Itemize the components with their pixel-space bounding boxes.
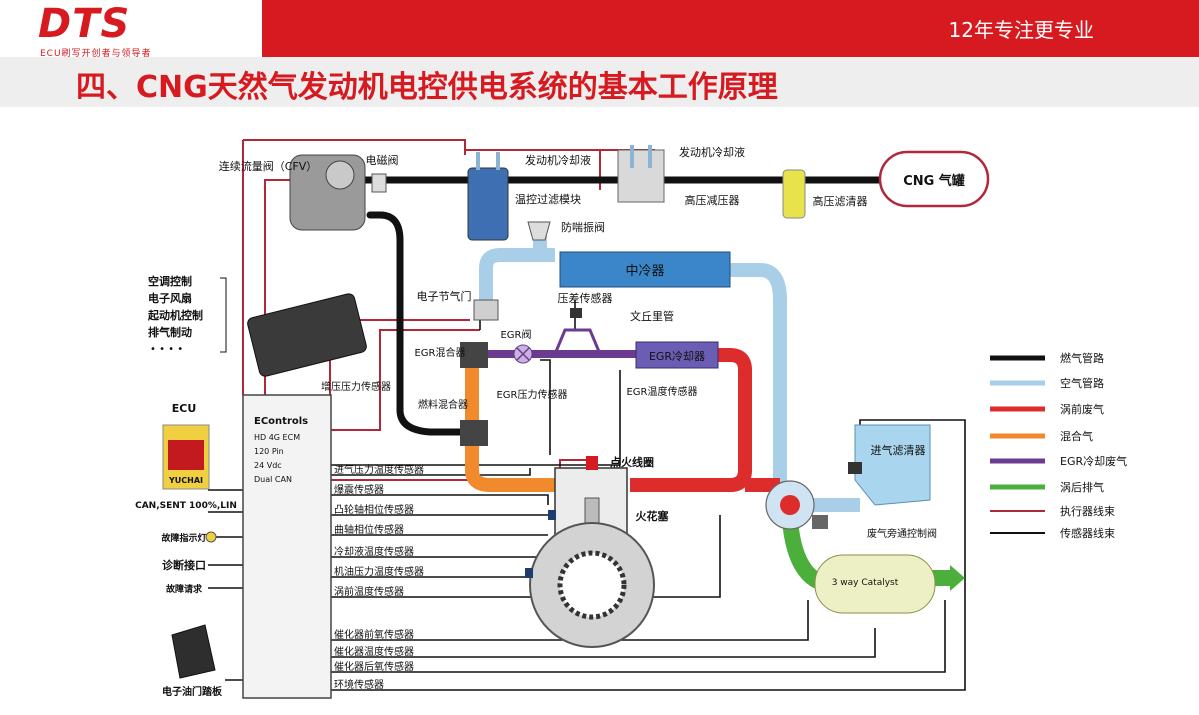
sensor-labels: 进气压力温度传感器 爆震传感器 凸轮轴相位传感器 曲轴相位传感器 冷却液温度传感…	[334, 463, 424, 691]
svg-text:进气滤清器: 进气滤清器	[871, 443, 926, 457]
svg-text:文丘里管: 文丘里管	[630, 309, 674, 323]
svg-text:CAN,SENT 100%,LIN: CAN,SENT 100%,LIN	[135, 501, 237, 511]
svg-text:电子节气门: 电子节气门	[417, 289, 472, 303]
exhaust-line	[630, 348, 780, 492]
svg-text:执行器线束: 执行器线束	[1060, 504, 1115, 518]
egr-cooler	[635, 341, 719, 369]
solenoid-valve	[371, 173, 387, 193]
svg-text:起动机控制: 起动机控制	[147, 308, 203, 322]
slogan: 12年专注更专业	[948, 18, 1094, 42]
svg-text:涡前温度传感器: 涡前温度传感器	[334, 585, 404, 598]
svg-text:传感器线束: 传感器线束	[1060, 526, 1115, 540]
logo-text: DTS	[38, 1, 131, 47]
logo: DTS ECU刷写开创者与领导者	[38, 2, 152, 59]
svg-text:EGR温度传感器: EGR温度传感器	[626, 385, 697, 398]
svg-text:废气旁通控制阀: 废气旁通控制阀	[867, 527, 937, 540]
cng-tank-label: CNG 气罐	[903, 173, 965, 189]
svg-text:空气管路: 空气管路	[1060, 376, 1104, 390]
ecu-hardware	[247, 293, 367, 377]
page-title: 四、CNG天然气发动机电控供电系统的基本工作原理	[76, 70, 778, 105]
header-bar	[262, 0, 1199, 57]
dp-sensor	[570, 308, 582, 318]
svg-text:环境传感器: 环境传感器	[334, 678, 384, 691]
svg-text:涡前废气: 涡前废气	[1060, 402, 1104, 416]
electronic-throttle	[473, 299, 499, 321]
mixture-line	[465, 360, 555, 492]
svg-text:混合气: 混合气	[1060, 429, 1093, 443]
svg-text:催化器后氧传感器: 催化器后氧传感器	[334, 660, 414, 673]
svg-text:EControls: EControls	[254, 416, 308, 427]
temp-filter-module	[467, 167, 509, 241]
egr-mixer	[460, 342, 488, 368]
wastegate-valve	[812, 515, 828, 529]
svg-text:Dual CAN: Dual CAN	[254, 475, 292, 484]
svg-text:中冷器: 中冷器	[625, 264, 664, 279]
svg-text:EGR压力传感器: EGR压力传感器	[496, 388, 567, 401]
svg-text:EGR冷却器: EGR冷却器	[649, 350, 705, 363]
logo-subtitle: ECU刷写开创者与领导者	[40, 49, 152, 59]
svg-text:机油压力温度传感器: 机油压力温度传感器	[334, 565, 424, 578]
svg-text:高压滤清器: 高压滤清器	[813, 194, 868, 208]
svg-text:120 Pin: 120 Pin	[254, 447, 284, 456]
svg-text:温控过滤模块: 温控过滤模块	[515, 192, 581, 206]
anti-surge-valve	[527, 221, 551, 241]
svg-text:冷却液温度传感器: 冷却液温度传感器	[334, 545, 414, 558]
svg-text:3 way Catalyst: 3 way Catalyst	[832, 578, 899, 588]
hp-filter	[782, 169, 806, 219]
svg-text:点火线圈: 点火线圈	[610, 455, 654, 469]
svg-text:压差传感器: 压差传感器	[558, 291, 613, 305]
svg-text:增压压力传感器: 增压压力传感器	[321, 380, 391, 393]
svg-text:空调控制: 空调控制	[148, 274, 192, 288]
svg-text:涡后排气: 涡后排气	[1060, 480, 1104, 494]
svg-text:燃料混合器: 燃料混合器	[418, 398, 468, 411]
svg-text:发动机冷却液: 发动机冷却液	[679, 145, 745, 159]
svg-text:故障指示灯: 故障指示灯	[161, 532, 206, 544]
svg-text:防喘振阀: 防喘振阀	[561, 220, 605, 234]
svg-text:爆震传感器: 爆震传感器	[334, 483, 384, 496]
svg-text:排气制动: 排气制动	[148, 325, 192, 339]
fuel-mixer	[460, 420, 488, 446]
svg-text:诊断接口: 诊断接口	[162, 558, 206, 572]
svg-text:电子风扇: 电子风扇	[148, 291, 192, 305]
svg-text:连续流量阀（CFV）: 连续流量阀（CFV）	[219, 159, 318, 173]
svg-text:电子油门踏板: 电子油门踏板	[162, 685, 223, 698]
intercooler	[559, 251, 731, 288]
svg-text:燃气管路: 燃气管路	[1060, 351, 1104, 365]
svg-text:EGR冷却废气: EGR冷却废气	[1060, 454, 1127, 468]
svg-text:高压减压器: 高压减压器	[685, 193, 740, 207]
svg-text:电磁阀: 电磁阀	[366, 153, 399, 167]
svg-text:• • • •: • • • •	[150, 344, 183, 355]
legend: 燃气管路 空气管路 涡前废气 混合气 EGR冷却废气 涡后排气 执行器线束 传感…	[990, 351, 1127, 540]
svg-text:故障请求: 故障请求	[166, 583, 203, 595]
exhaust-arrow	[950, 565, 965, 591]
svg-text:催化器温度传感器: 催化器温度传感器	[334, 645, 414, 658]
svg-text:EGR混合器: EGR混合器	[414, 346, 465, 359]
cng-tank	[878, 150, 990, 208]
ignition-coil	[586, 456, 598, 470]
svg-text:YUCHAI: YUCHAI	[168, 476, 203, 485]
svg-text:EGR阀: EGR阀	[500, 328, 531, 341]
fault-lamp-icon	[205, 531, 217, 543]
svg-text:HD 4G ECM: HD 4G ECM	[254, 433, 300, 442]
svg-text:凸轮轴相位传感器: 凸轮轴相位传感器	[334, 503, 414, 516]
svg-text:发动机冷却液: 发动机冷却液	[525, 153, 591, 167]
svg-text:火花塞: 火花塞	[636, 509, 670, 523]
venturi-tube	[552, 328, 603, 356]
air-filter	[854, 424, 931, 506]
svg-text:ECU: ECU	[172, 402, 197, 415]
svg-text:进气压力温度传感器: 进气压力温度传感器	[334, 463, 424, 476]
catalyst	[814, 554, 936, 614]
svg-text:曲轴相位传感器: 曲轴相位传感器	[334, 523, 404, 536]
ecu-box	[242, 394, 332, 699]
hp-reducer	[617, 149, 665, 203]
title-bar	[0, 57, 1199, 107]
svg-text:24 Vdc: 24 Vdc	[254, 461, 282, 470]
svg-text:催化器前氧传感器: 催化器前氧传感器	[334, 628, 414, 641]
accelerator-pedal	[171, 624, 216, 679]
